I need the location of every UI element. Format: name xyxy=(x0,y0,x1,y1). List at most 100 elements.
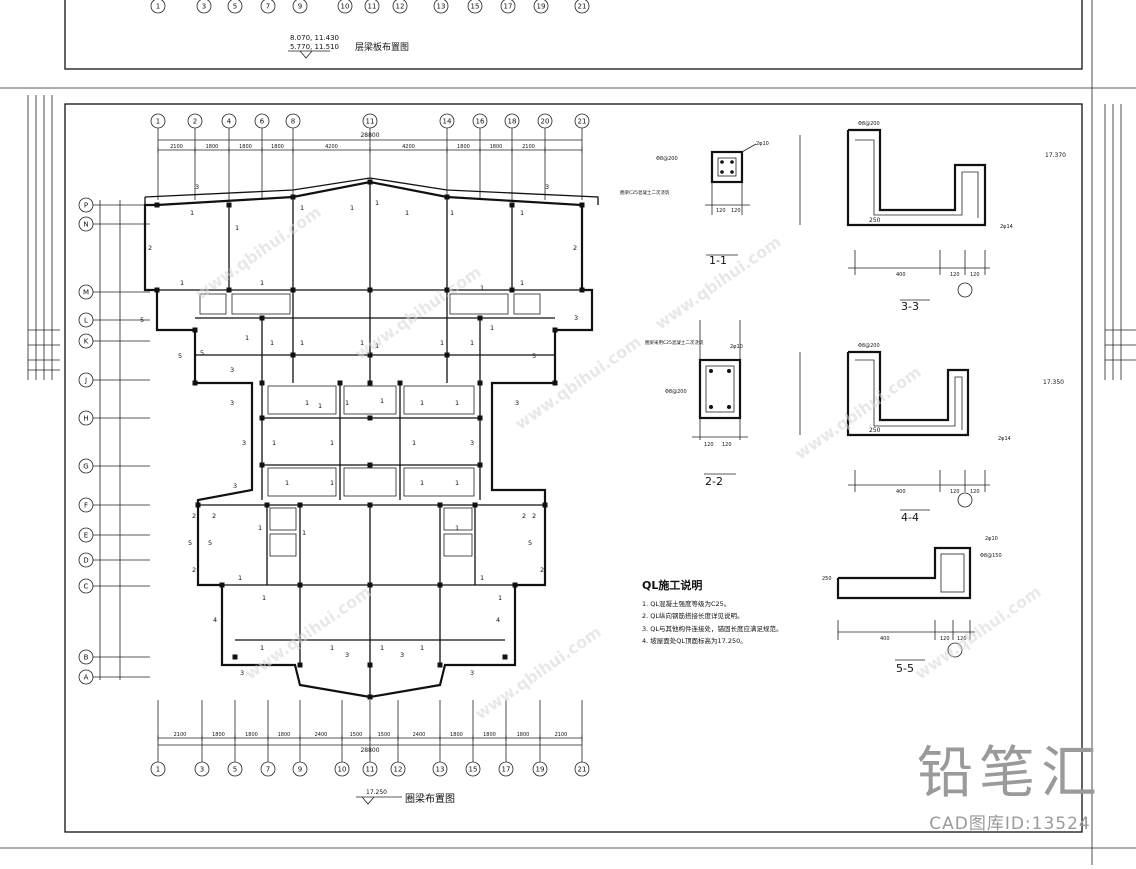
column-mark xyxy=(367,352,373,358)
plan-row-axis-bubble xyxy=(78,197,94,213)
beam-label: 1 xyxy=(405,209,409,217)
plan-columns xyxy=(154,179,585,700)
column-mark xyxy=(195,502,201,508)
plan-bottom-axis-bubble xyxy=(334,761,350,777)
beam-label: 3 xyxy=(470,669,474,677)
beam-label: 1 xyxy=(330,439,334,447)
column-mark xyxy=(264,502,270,508)
s22-label: 2-2 xyxy=(705,475,723,488)
plan-bottom-axis-bubble xyxy=(362,761,378,777)
plan-bottom-axis-label: 19 xyxy=(536,766,545,774)
brand-logo: 铅笔汇 xyxy=(917,741,1103,806)
top-sheet-axis-label: 15 xyxy=(471,3,480,11)
beam-label: 1 xyxy=(420,644,424,652)
plan-bottom-axis-label: 10 xyxy=(338,766,347,774)
beam-label: 5 xyxy=(208,539,212,547)
plan-bottom-dim: 1800 xyxy=(212,732,225,738)
column-mark xyxy=(437,662,443,668)
s33-spacing: 250 xyxy=(869,217,881,224)
s33-d3: 120 xyxy=(970,272,980,278)
column-mark xyxy=(477,462,483,468)
beam-label: 3 xyxy=(240,669,244,677)
beam-label: 3 xyxy=(574,314,578,322)
s44-d2: 120 xyxy=(950,489,960,495)
plan-top-axis-label: 16 xyxy=(476,118,485,126)
column-mark xyxy=(502,654,508,660)
top-sheet-axis-label: 12 xyxy=(396,3,405,11)
plan-row-axis-label: B xyxy=(84,654,89,662)
s44-d1: 400 xyxy=(896,489,906,495)
beam-label: 1 xyxy=(480,574,484,582)
plan-row-axis-bubble xyxy=(78,372,94,388)
top-sheet-axis-label: 11 xyxy=(368,3,377,11)
s11-bar: 2φ10 xyxy=(756,141,769,147)
beam-label: 3 xyxy=(515,399,519,407)
plan-top-axis-label: 1 xyxy=(156,118,160,126)
plan-bottom-axis-bubble xyxy=(390,761,406,777)
beam-label: 1 xyxy=(258,524,262,532)
plan-title: 圈梁布置图 xyxy=(405,792,455,805)
plan-row-axis-label: G xyxy=(83,463,88,471)
s55-d1: 400 xyxy=(880,636,890,642)
top-sheet-axis-label: 7 xyxy=(266,3,270,11)
beam-label: 1 xyxy=(498,594,502,602)
beam-label: 1 xyxy=(470,339,474,347)
beam-label: 2 xyxy=(573,244,577,252)
column-mark xyxy=(297,502,303,508)
s55-stirrup: Φ8@150 xyxy=(980,553,1002,559)
s44-spacing: 250 xyxy=(869,427,881,434)
top-sheet-axis-label: 5 xyxy=(233,3,237,11)
beam-label: 1 xyxy=(190,209,194,217)
column-mark xyxy=(444,194,450,200)
plan-row-axis-bubble xyxy=(78,669,94,685)
top-sheet-axis-label: 13 xyxy=(437,3,446,11)
s33-label: 3-3 xyxy=(901,300,919,313)
column-mark xyxy=(367,415,373,421)
plan-top-axis-label: 2 xyxy=(193,118,197,126)
beam-label: 1 xyxy=(260,279,264,287)
plan-row-axis-label: J xyxy=(84,377,87,385)
plan-top-axis-label: 21 xyxy=(578,118,587,126)
column-mark xyxy=(367,462,373,468)
s22-bar: 2φ10 xyxy=(730,344,743,350)
top-sheet-axis-bubble xyxy=(433,0,449,14)
plan-row-axis-bubble xyxy=(78,312,94,328)
s33-d1: 400 xyxy=(896,272,906,278)
plan-bottom-dim: 2100 xyxy=(555,732,568,738)
beam-label: 1 xyxy=(330,479,334,487)
s33-d2: 120 xyxy=(950,272,960,278)
plan-top-dim: 1800 xyxy=(206,144,219,150)
plan-bottom-dim: 2400 xyxy=(315,732,328,738)
plan-row-axis-bubble xyxy=(78,458,94,474)
beam-label: 1 xyxy=(490,324,494,332)
plan-bottom-dim: 1800 xyxy=(517,732,530,738)
column-mark xyxy=(226,202,232,208)
s44-d3: 120 xyxy=(970,489,980,495)
note-item: 4. 坡屋面处QL顶面标高为17.250。 xyxy=(642,637,747,646)
s44-label: 4-4 xyxy=(901,511,919,524)
note-item: 3. QL与其他构件连接处，锚固长度应满足规范。 xyxy=(642,624,783,633)
beam-label: 5 xyxy=(178,352,182,360)
note-item: 2. QL纵向钢筋搭接长度详见说明。 xyxy=(642,612,744,621)
plan-bottom-axis-bubble xyxy=(227,761,243,777)
s33-bar: 2φ14 xyxy=(1000,224,1013,230)
plan-bottom-axis-label: 9 xyxy=(298,766,302,774)
beam-label: 1 xyxy=(272,439,276,447)
beam-label: 1 xyxy=(455,479,459,487)
column-mark xyxy=(472,502,478,508)
beam-label: 2 xyxy=(212,512,216,520)
beam-label: 1 xyxy=(360,339,364,347)
top-sheet-axis-bubble xyxy=(467,0,483,14)
beam-label: 3 xyxy=(242,439,246,447)
plan-row-axis-label: E xyxy=(84,532,88,540)
plan-row-axis-label: K xyxy=(84,338,89,346)
svg-text:www.qbihui.com: www.qbihui.com xyxy=(651,232,784,333)
column-mark xyxy=(437,502,443,508)
plan-bottom-axis-bubble xyxy=(292,761,308,777)
column-mark xyxy=(297,582,303,588)
top-sheet-axis-bubble xyxy=(260,0,276,14)
plan-title-group: 17.250 圈梁布置图 xyxy=(356,789,455,805)
plan-row-axis-bubble xyxy=(78,649,94,665)
plan-top-dim: 1800 xyxy=(271,144,284,150)
